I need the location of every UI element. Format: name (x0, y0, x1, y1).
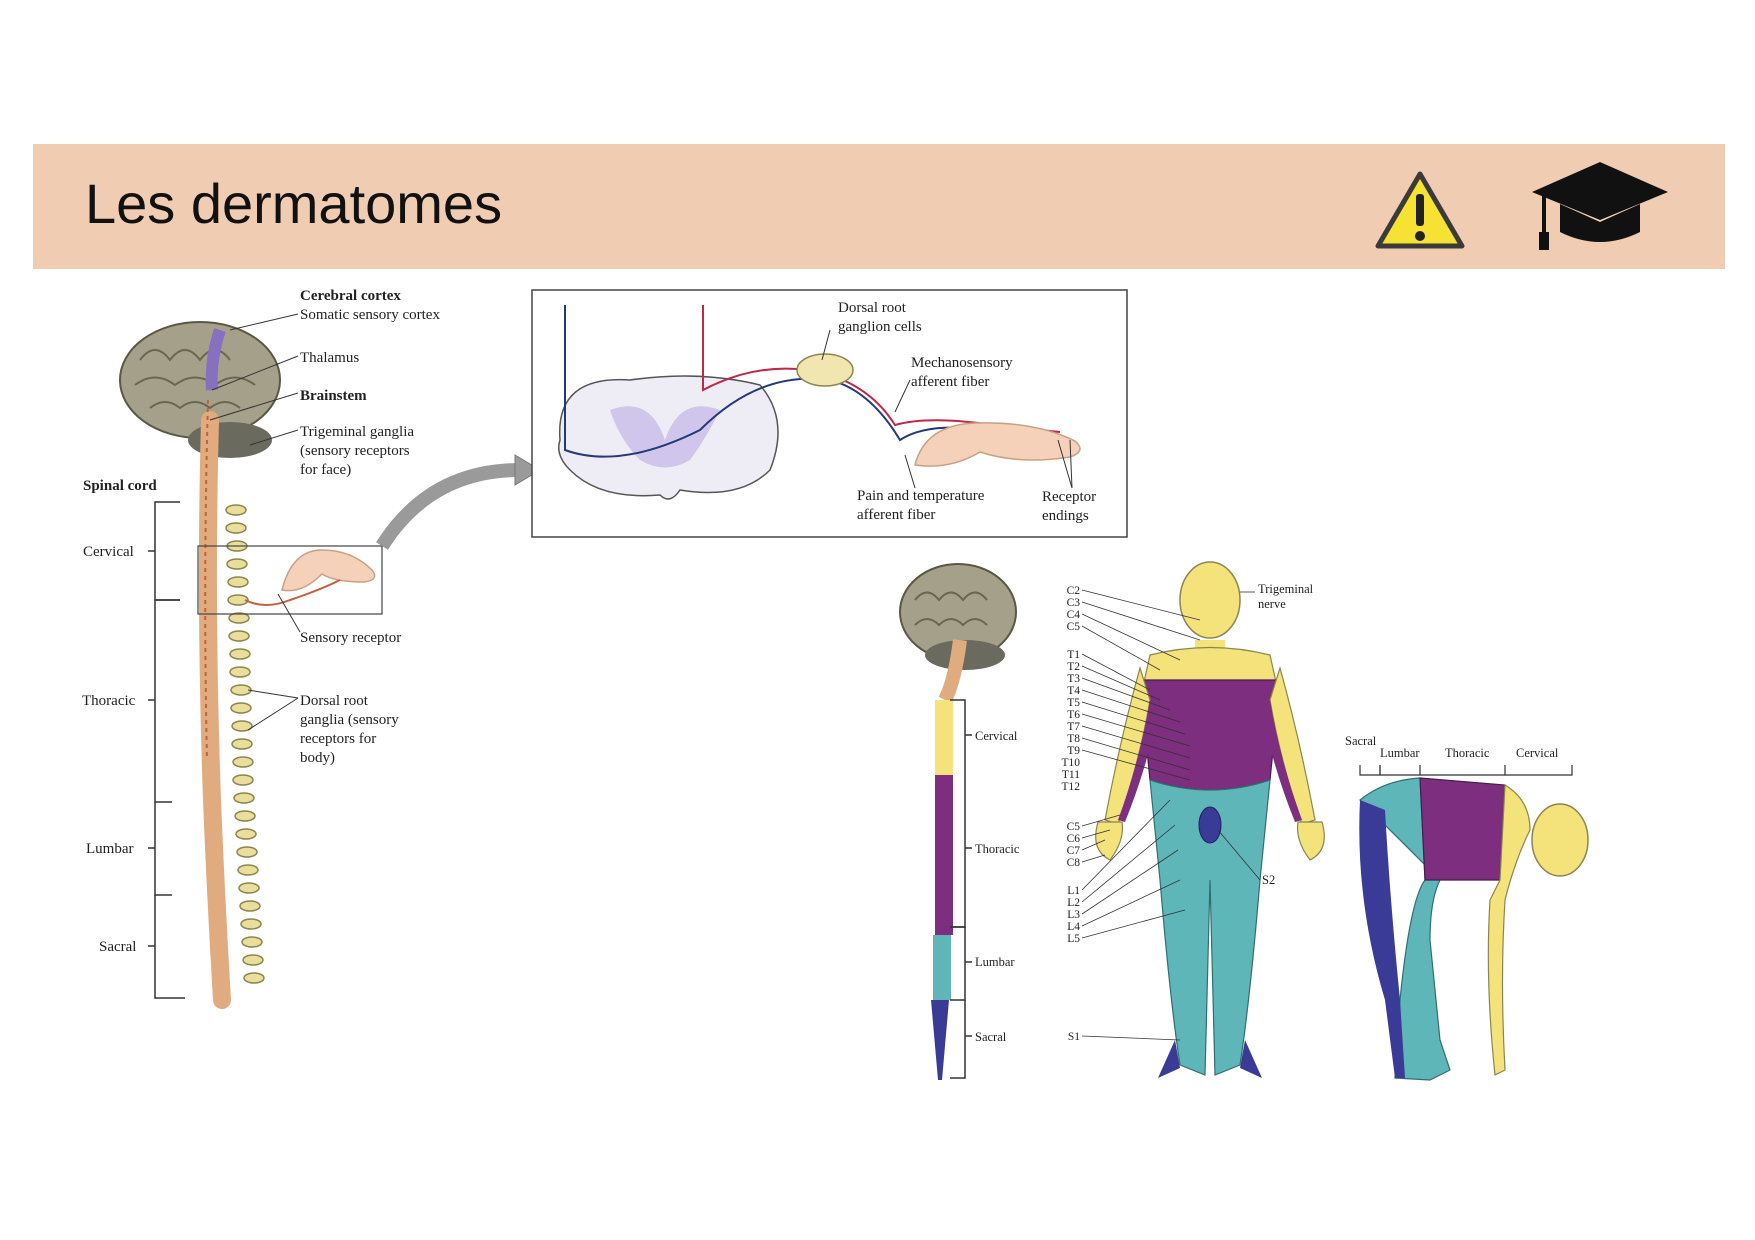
label-level-s1: S1 (1068, 1031, 1080, 1043)
label-level-arm-c5: C5 (1067, 821, 1081, 833)
page-title: Les dermatomes (85, 172, 503, 235)
label-dorsal-root-ganglia-3: receptors for (300, 731, 376, 747)
label-level-t12: T12 (1061, 781, 1080, 793)
label-level-l5: L5 (1067, 933, 1080, 945)
label-bend-thoracic: Thoracic (1445, 746, 1490, 760)
bending-body (1359, 777, 1589, 1081)
label-level-t9: T9 (1067, 745, 1080, 757)
label-trigeminal-ganglia-3: for face) (300, 462, 351, 478)
label-level-l1: L1 (1067, 885, 1080, 897)
label-level-l3: L3 (1067, 909, 1080, 921)
label-level-l2: L2 (1067, 897, 1080, 909)
label-level-c2: C2 (1067, 585, 1081, 597)
label-level-t4: T4 (1067, 685, 1080, 697)
label-trigeminal-nerve-1: Trigeminal (1258, 582, 1314, 596)
label-level-t2: T2 (1067, 661, 1080, 673)
label-receptor-endings-2: endings (1042, 508, 1089, 524)
label-bend-cervical: Cervical (1516, 746, 1559, 760)
left-brain (119, 321, 281, 458)
label-left-cervical: Cervical (83, 544, 134, 560)
left-to-inset-arrowhead (514, 454, 541, 486)
label-left-sacral: Sacral (99, 939, 136, 955)
label-level-c3: C3 (1067, 597, 1081, 609)
inset-finger (914, 422, 1081, 467)
label-level-t3: T3 (1067, 673, 1080, 685)
label-level-c5: C5 (1067, 621, 1081, 633)
left-spinal-cord (198, 411, 231, 1009)
label-level-s2: S2 (1262, 873, 1275, 887)
spine-brain (899, 563, 1017, 704)
front-body-leader-lines (1081, 589, 1261, 1041)
label-thalamus: Thalamus (300, 350, 359, 366)
label-cerebral-cortex: Cerebral cortex (300, 288, 401, 304)
label-level-t8: T8 (1067, 733, 1080, 745)
left-leader-lines (209, 313, 301, 731)
left-spinal-cord-tract (204, 399, 209, 761)
label-dorsal-root-ganglion-cells-1: Dorsal root (838, 300, 907, 316)
inset-leader-lines (821, 329, 1073, 489)
label-level-t5: T5 (1067, 697, 1080, 709)
inset-pain-fiber (702, 305, 1061, 433)
left-finger (281, 549, 376, 592)
label-spine-sacral: Sacral (975, 1030, 1007, 1044)
label-trigeminal-nerve-2: nerve (1258, 597, 1286, 611)
label-trigeminal-ganglia-2: (sensory receptors (300, 443, 410, 459)
label-somatic-sensory-cortex: Somatic sensory cortex (300, 307, 440, 323)
label-dorsal-root-ganglia-2: ganglia (sensory (300, 712, 399, 728)
label-spine-lumbar: Lumbar (975, 955, 1015, 969)
label-sensory-receptor: Sensory receptor (300, 630, 401, 646)
label-mechanosensory-1: Mechanosensory (911, 355, 1013, 371)
warning-triangle-icon (1375, 171, 1465, 249)
spine-lumbar-segment (933, 935, 951, 1000)
spine-sacral-segment (931, 1000, 949, 1080)
label-receptor-endings-1: Receptor (1042, 489, 1096, 505)
title-banner: Les dermatomes (33, 144, 1725, 269)
label-spinal-cord: Spinal cord (83, 478, 157, 494)
left-region-brackets (148, 501, 185, 999)
left-dorsal-ganglia (225, 504, 265, 984)
left-to-inset-arrow (376, 463, 521, 550)
label-level-l4: L4 (1067, 921, 1080, 933)
label-level-c4: C4 (1067, 609, 1081, 621)
front-body-level-labels: C2 C3 C4 C5 T1 T2 T3 T4 T5 T6 T7 T8 T9 T… (1061, 585, 1080, 1043)
bending-brackets (1359, 765, 1573, 776)
label-spine-thoracic: Thoracic (975, 842, 1020, 856)
label-level-t11: T11 (1062, 769, 1080, 781)
label-dorsal-root-ganglia-1: Dorsal root (300, 693, 369, 709)
label-trigeminal-ganglia-1: Trigeminal ganglia (300, 424, 414, 440)
label-level-t7: T7 (1067, 721, 1080, 733)
label-pain-temperature-2: afferent fiber (857, 507, 935, 523)
label-level-t1: T1 (1067, 649, 1080, 661)
label-left-thoracic: Thoracic (82, 693, 136, 709)
front-body (1095, 561, 1325, 1078)
label-level-t6: T6 (1067, 709, 1080, 721)
left-sensory-fiber (244, 579, 341, 606)
label-dorsal-root-ganglia-4: body) (300, 750, 335, 766)
graduation-cap-icon (1532, 162, 1668, 250)
label-bend-sacral: Sacral (1345, 734, 1377, 748)
label-level-arm-c8: C8 (1067, 857, 1081, 869)
inset-dorsal-root-ganglion (796, 353, 854, 387)
label-spine-cervical: Cervical (975, 729, 1018, 743)
label-bend-lumbar: Lumbar (1380, 746, 1420, 760)
spine-cervical-segment (935, 700, 953, 775)
label-level-arm-c6: C6 (1067, 833, 1081, 845)
label-left-lumbar: Lumbar (86, 841, 133, 857)
spine-region-brackets (950, 699, 972, 1079)
label-brainstem: Brainstem (300, 388, 367, 404)
label-level-arm-c7: C7 (1067, 845, 1081, 857)
label-pain-temperature-1: Pain and temperature (857, 488, 985, 504)
label-dorsal-root-ganglion-cells-2: ganglion cells (838, 319, 922, 335)
spine-thoracic-segment (935, 775, 953, 935)
label-mechanosensory-2: afferent fiber (911, 374, 989, 390)
label-level-t10: T10 (1061, 757, 1080, 769)
